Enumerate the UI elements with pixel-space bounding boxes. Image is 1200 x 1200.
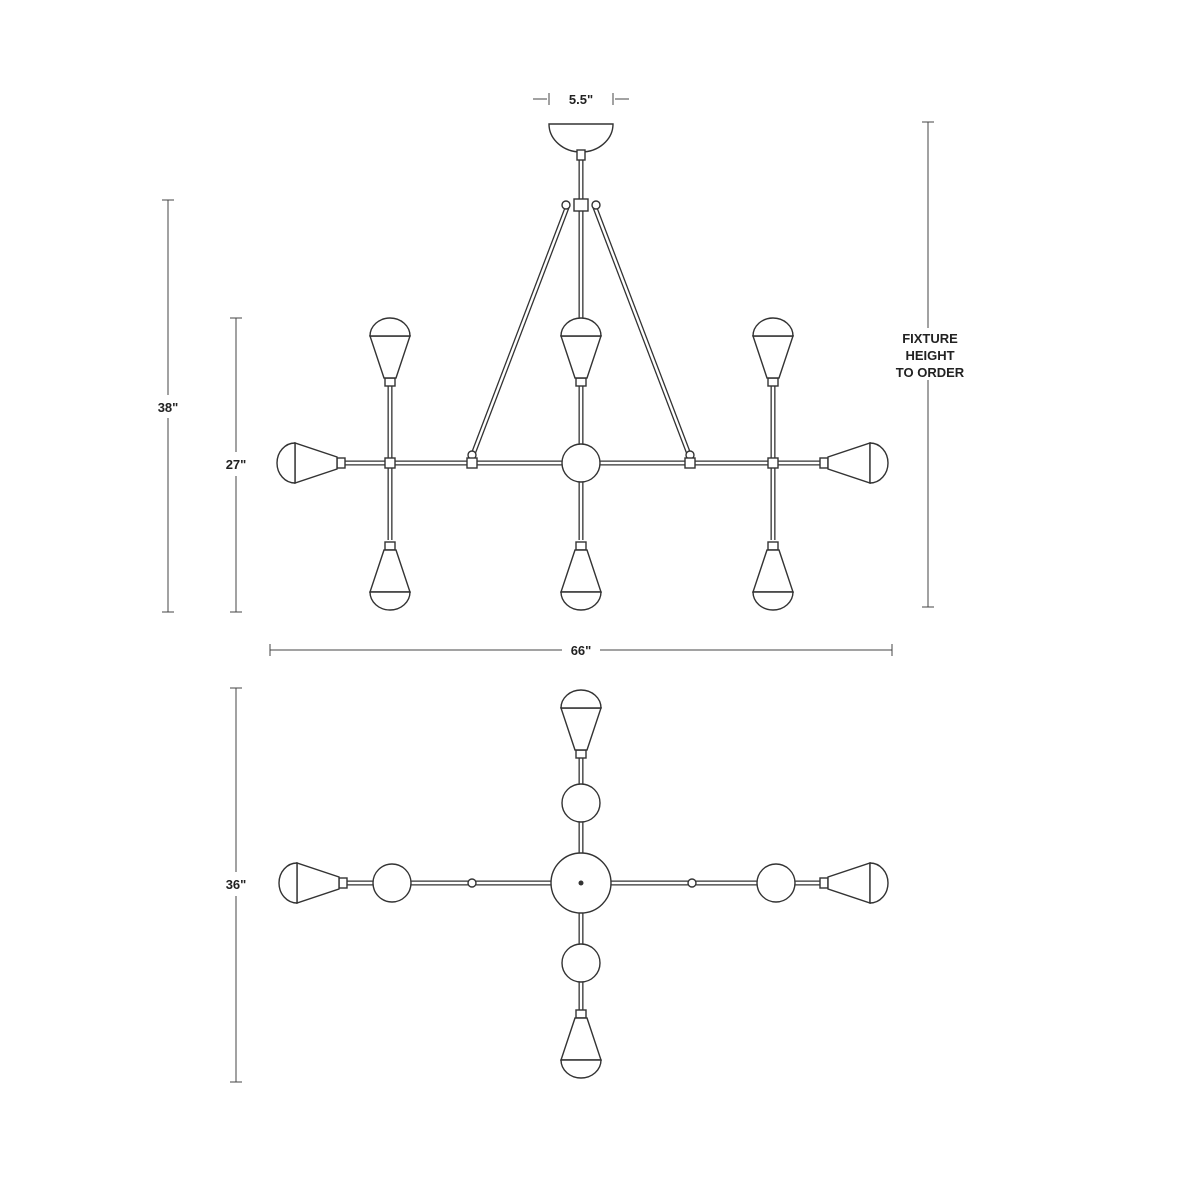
bulb-socket [575,377,587,387]
bulb [276,442,346,484]
bulb-socket [338,877,348,889]
joint [466,457,478,469]
bulb-shade [296,862,340,904]
top-view-depth-label: 36" [226,877,247,892]
canopy-width-label: 5.5" [569,92,593,107]
fixture-height-note-line2: HEIGHT [905,348,954,363]
top-view-depth-dimension: 36" [226,687,247,1083]
bulb-socket [819,877,829,889]
arm-pivot [591,200,601,210]
bulb [752,317,794,387]
bulb [819,442,889,484]
bulb-shade [560,707,602,751]
overall-height-dimension: 38" [158,199,179,613]
bulb-globe [560,317,602,337]
bulb-socket [575,1009,587,1019]
bulb-globe [369,317,411,337]
bulb-shade [827,862,871,904]
bulb-globe [752,317,794,337]
hub-ball [372,863,412,903]
bulb-socket [767,377,779,387]
bulb [560,317,602,387]
bulb [560,689,602,759]
bulb-socket [767,541,779,551]
center-dot [578,880,584,886]
bulb-shade [827,442,871,484]
hub-ball [756,863,796,903]
arm-pivot [687,878,697,888]
bulb-shade [752,549,794,593]
bulb-shade [294,442,338,484]
joint [684,457,696,469]
overall-width-dimension: 66" [269,643,893,658]
bulb-shade [369,335,411,379]
bulb-socket [819,457,829,469]
bulb [752,541,794,611]
bulb [560,1009,602,1079]
bulb-socket [336,457,346,469]
fixture-height-note-line3: TO ORDER [896,365,965,380]
bulb-shade [560,549,602,593]
overall-height-label: 38" [158,400,179,415]
pipe [469,204,571,458]
bulb-shade [752,335,794,379]
bulb-globe [560,689,602,709]
bulb-shade [369,549,411,593]
joint [767,457,779,469]
bulb-globe [276,442,296,484]
bulb-socket [384,377,396,387]
bulb [278,862,348,904]
bulb-globe [560,1059,602,1079]
bulb [560,541,602,611]
center-hub-ball [561,443,601,483]
arm-junction [573,198,589,212]
bulb-shade [560,335,602,379]
bulb-globe [869,442,889,484]
bulb-globe [560,591,602,611]
bulb-globe [278,862,298,904]
bulb-globe [752,591,794,611]
bulb-socket [384,541,396,551]
fixture-height-dimension: FIXTURE HEIGHT TO ORDER [890,121,970,608]
fixture-height-note-line1: FIXTURE [902,331,958,346]
bulb-globe [869,862,889,904]
bulb-globe [369,591,411,611]
joint [384,457,396,469]
bulb-shade [560,1017,602,1061]
arm-pivot [467,878,477,888]
bulb [369,317,411,387]
bulb-socket [575,541,587,551]
bulb-socket [575,749,587,759]
canopy-width-dimension: 5.5" [533,92,629,107]
arm-pivot [561,200,571,210]
bulb [819,862,889,904]
hub-ball [561,943,601,983]
pipe [591,204,693,458]
hub-ball [561,783,601,823]
bulb [369,541,411,611]
ceiling-canopy [548,123,614,153]
fixture-parts [276,123,889,1079]
body-height-label: 27" [226,457,247,472]
canopy-stem-cap [576,149,586,161]
body-height-dimension: 27" [226,317,247,613]
overall-width-label: 66" [571,643,592,658]
